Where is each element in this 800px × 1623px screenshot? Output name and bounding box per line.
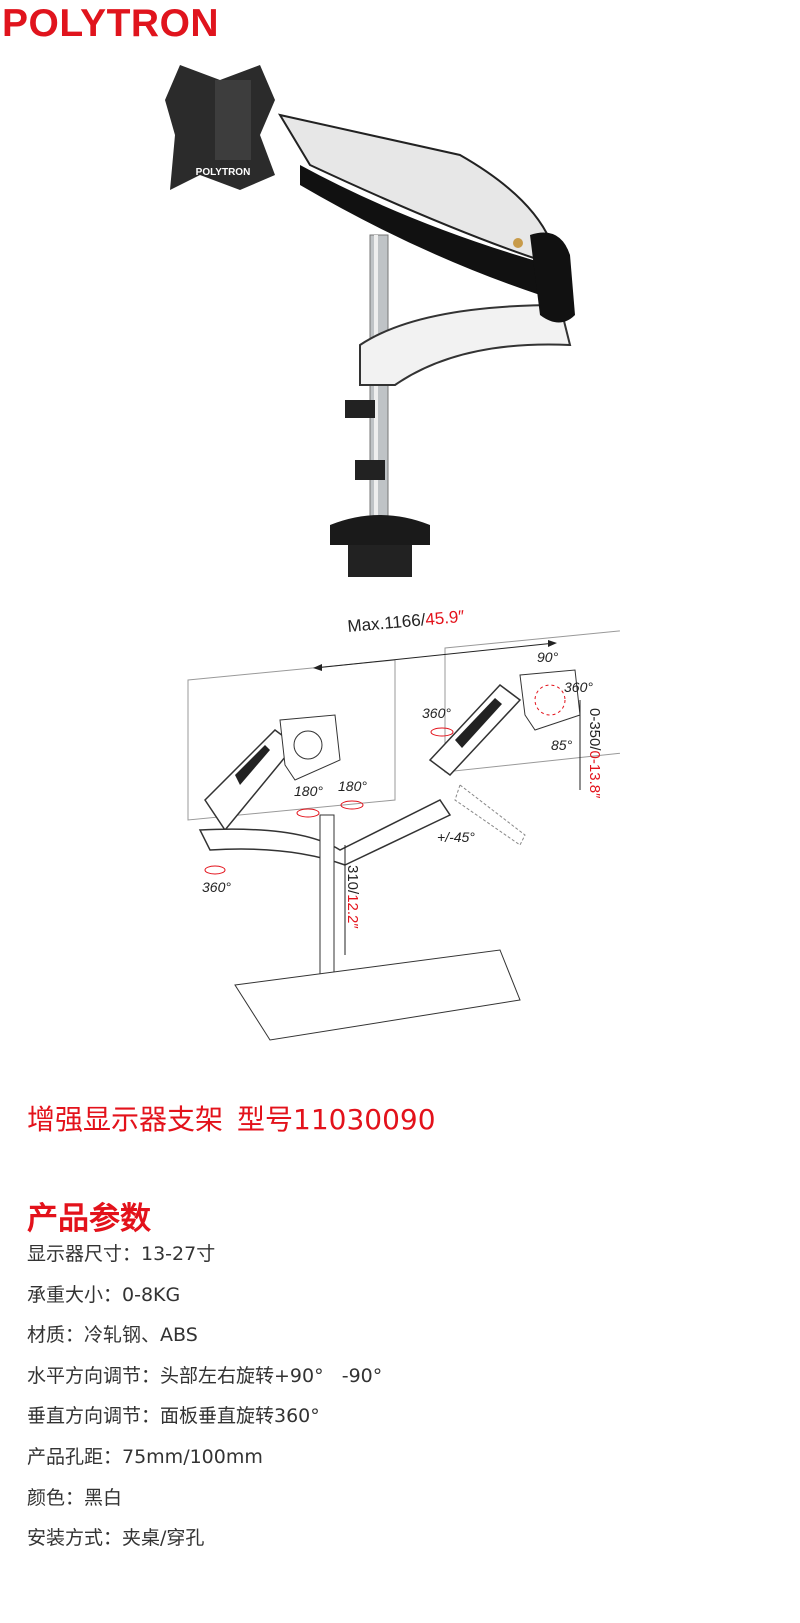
svg-text:Max.1166/45.9″: Max.1166/45.9″ [347, 607, 465, 636]
spec-vesa: 产品孔距：75mm/100mm [27, 1445, 263, 1468]
spec-color: 颜色：黑白 [27, 1486, 123, 1509]
spec-material: 材质：冷轧钢、ABS [27, 1324, 198, 1347]
brand-logo: POLYTRON [2, 2, 220, 45]
spec-horizontal: 水平方向调节：头部左右旋转+90° -90° [27, 1364, 383, 1387]
spec-load: 承重大小：0-8KG [27, 1283, 181, 1306]
svg-text:0-350/0-13.8″: 0-350/0-13.8″ [586, 708, 603, 799]
spec-screen-size: 显示器尺寸：13-27寸 [27, 1243, 216, 1265]
svg-text:180°: 180° [338, 778, 367, 794]
spec-list: 显示器尺寸：13-27寸 承重大小：0-8KG 材质：冷轧钢、ABS 水平方向调… [27, 1240, 382, 1565]
svg-text:310/12.2″: 310/12.2″ [344, 865, 361, 929]
svg-text:360°: 360° [202, 879, 231, 895]
svg-text:+/-45°: +/-45° [437, 829, 475, 845]
spec-vertical: 垂直方向调节：面板垂直旋转360° [27, 1405, 320, 1428]
spec-mounting: 安装方式：夹桌/穿孔 [27, 1527, 205, 1550]
section-heading: 产品参数 [27, 1201, 151, 1237]
dimension-diagram: Max.1166/45.9″ 310/12.2″ 0-350/0-13.8″ 9… [187, 607, 620, 1041]
product-photo: POLYTRON [165, 65, 575, 577]
svg-text:180°: 180° [294, 783, 323, 799]
svg-text:85°: 85° [551, 737, 573, 753]
vesa-plate: POLYTRON [165, 65, 275, 190]
product-title: 增强显示器支架型号11030090 [27, 1098, 450, 1138]
model-number: 型号11030090 [237, 1103, 436, 1136]
product-name: 增强显示器支架 [27, 1103, 224, 1136]
svg-text:POLYTRON: POLYTRON [196, 167, 251, 178]
svg-text:360°: 360° [422, 705, 451, 721]
svg-text:90°: 90° [537, 649, 559, 665]
svg-text:360°: 360° [564, 679, 593, 695]
